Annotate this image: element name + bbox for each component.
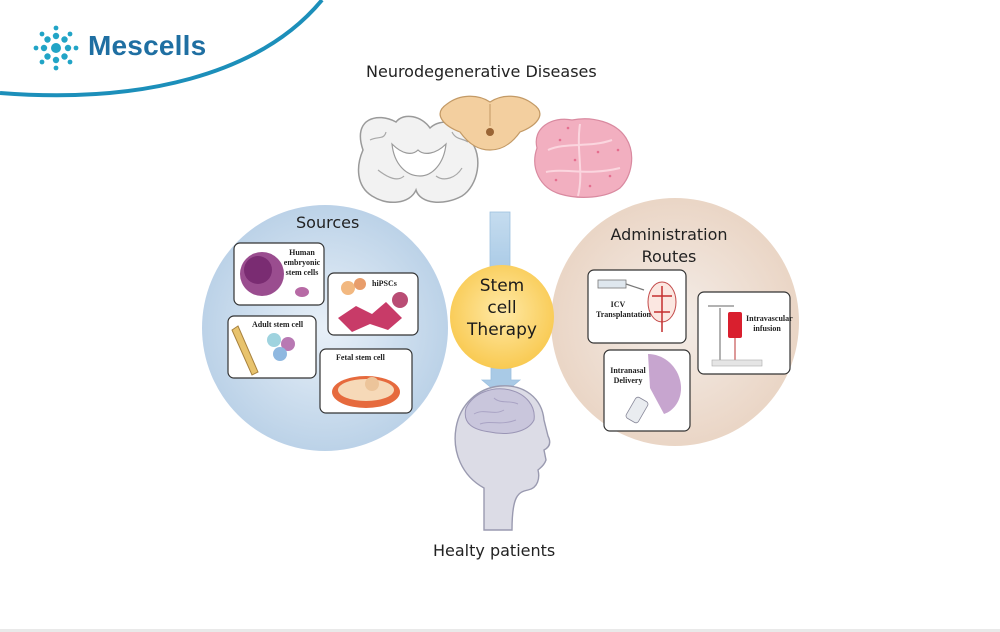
label-fetal: Fetal stem cell (336, 353, 385, 362)
routes-title-line2: Routes (641, 247, 697, 266)
routes-title-line1: Administration (610, 225, 728, 244)
cell-cluster-logo-icon (33, 25, 79, 71)
label-embryonic: Human embryonic stem cells (283, 248, 321, 277)
down-arrow-top (489, 211, 511, 275)
source-panel-embryonic (233, 242, 325, 306)
human-head-illustration (454, 385, 551, 531)
header-swoosh (0, 0, 330, 99)
stem-line1: Stem (479, 276, 525, 296)
route-panel-icv (587, 269, 687, 344)
source-panel-ipsc (327, 272, 419, 336)
brainstem-illustration (439, 95, 541, 151)
stem-cell-therapy-label: Stem cell Therapy (452, 275, 552, 341)
stem-line3: Therapy (467, 320, 537, 340)
label-adult: Adult stem cell (252, 320, 304, 329)
label-ipsc: hiPSCs (372, 279, 397, 288)
source-panel-adult (227, 315, 317, 379)
label-icv: ICV Transplantation (596, 300, 651, 319)
plaque-tissue-illustration (534, 118, 633, 198)
routes-title: Administration Routes (594, 224, 744, 268)
stem-cell-therapy-circle (450, 265, 554, 369)
sources-title: Sources (296, 213, 360, 232)
route-panel-intranasal (603, 349, 691, 432)
brain-section-illustration (357, 115, 479, 203)
source-panel-fetal (319, 348, 413, 414)
stem-line2: cell (487, 298, 517, 318)
brand-name: Mescells (88, 30, 207, 61)
bottom-divider (0, 629, 1000, 632)
title-healthy-patients: Healty patients (433, 541, 556, 560)
route-panel-iv (697, 291, 791, 375)
title-neurodegenerative: Neurodegenerative Diseases (366, 62, 597, 81)
label-iv: Intravascular infusion (746, 314, 793, 333)
label-intranasal: Intranasal Delivery (610, 366, 646, 385)
